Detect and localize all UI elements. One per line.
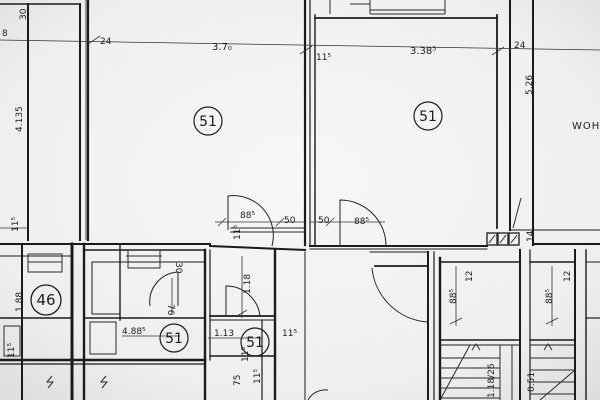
dim-label: 4.88⁵ <box>122 327 146 337</box>
dim-label: 88⁵ <box>354 217 369 227</box>
dim-label: 11⁵ <box>282 329 297 339</box>
dim-label: 12 <box>465 271 475 282</box>
room-tag-51-closet-a: 51 <box>159 323 189 353</box>
dim-label: 11⁵ <box>316 53 331 63</box>
dim-label: 4.135 <box>15 106 25 132</box>
dim-label: 1.18/26 <box>487 363 497 398</box>
dimension-lines <box>0 35 600 339</box>
fixtures <box>3 249 162 389</box>
room-tag-51-closet-b: 51 <box>240 327 270 357</box>
room-number: 51 <box>199 114 217 130</box>
stairs <box>439 343 576 400</box>
dim-label: 30 <box>19 8 29 20</box>
dim-label: 1.13 <box>214 329 234 339</box>
room-number: 51 <box>246 335 264 351</box>
room-number: 51 <box>419 109 437 125</box>
dim-label: 50 <box>318 216 330 226</box>
dim-label: 30 <box>173 262 183 274</box>
room-number: 51 <box>165 331 183 347</box>
room-tag-51-left: 51 <box>193 106 223 136</box>
dim-label: 11⁵ <box>7 343 17 358</box>
room-number: 46 <box>36 291 55 309</box>
dim-label: 11⁵ <box>11 217 21 232</box>
dim-label: 11⁵ <box>233 225 243 240</box>
dim-label: 88⁵ <box>545 289 555 304</box>
dim-label: 88⁵ <box>449 289 459 304</box>
dim-label: 1.88 <box>15 292 25 312</box>
dim-label: 3.7₀ <box>212 42 232 53</box>
dim-label: 8 <box>2 29 8 39</box>
dim-label: 5.26 <box>525 75 535 95</box>
dim-label: 3.38⁵ <box>410 46 436 57</box>
dim-label: 24 <box>514 41 526 51</box>
room-tag-46: 46 <box>30 284 62 316</box>
dimension-labels: 30 8 24 3.7₀ 11⁵ 3.38⁵ 24 5.26 4.135 11⁵… <box>2 8 573 398</box>
shafts <box>486 197 522 246</box>
dim-label: 11⁵ <box>241 347 251 362</box>
dim-label: 11⁵ <box>253 369 263 384</box>
room-name-label: WOH <box>572 121 600 132</box>
dim-label: 14 <box>526 230 536 242</box>
room-tag-51-right: 51 <box>413 101 443 131</box>
dim-label: 24 <box>100 37 112 47</box>
door-swings <box>149 195 429 400</box>
dim-label: 1.18 <box>243 274 253 294</box>
dim-label: 75 <box>233 375 243 386</box>
dim-label: 50 <box>284 216 296 226</box>
dim-label: 0.51 <box>527 372 537 392</box>
dim-label: 76 <box>165 304 175 316</box>
dim-label: 88⁵ <box>240 211 255 221</box>
dim-label: 12 <box>563 271 573 282</box>
